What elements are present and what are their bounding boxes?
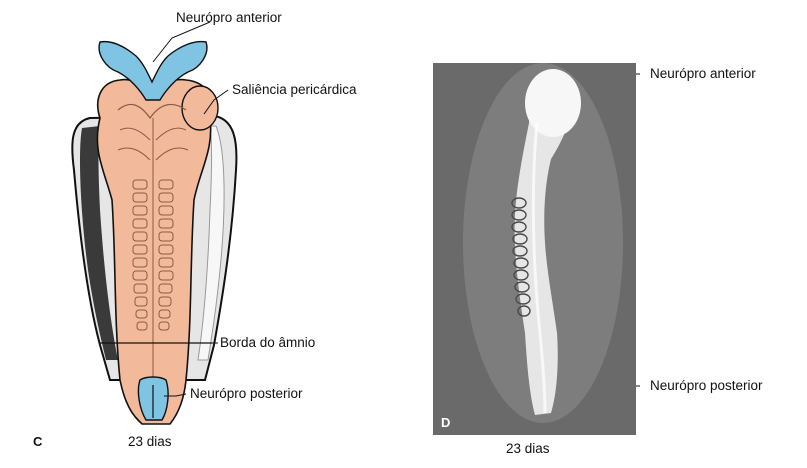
label-pericardial-bulge: Saliência pericárdica — [232, 82, 357, 97]
photo-somites — [511, 197, 531, 317]
photo-embryo — [514, 72, 574, 415]
caption-d: 23 dias — [506, 441, 550, 456]
embryo-body — [96, 78, 213, 425]
brain-folds — [117, 127, 189, 161]
head-folds — [117, 103, 187, 120]
caption-c: 23 dias — [128, 434, 172, 449]
panel-letter-d: D — [441, 415, 451, 430]
somites — [132, 179, 174, 331]
embryo-photo-d: D — [433, 63, 636, 435]
amnion-dark-left — [80, 126, 118, 360]
leader-lines-c — [152, 21, 229, 397]
photo-head-glow — [525, 69, 581, 137]
label-anterior-neuropore-d: Neurópro anterior — [650, 66, 756, 81]
anterior-neuropore — [98, 40, 208, 101]
label-posterior-neuropore-d: Neurópro posterior — [650, 378, 763, 393]
label-anterior-neuropore-c: Neurópro anterior — [176, 10, 282, 25]
photo-neural-tube — [531, 122, 547, 414]
label-posterior-neuropore-c: Neurópro posterior — [190, 386, 303, 401]
label-amnion-edge: Borda do âmnio — [220, 335, 316, 350]
panel-letter-c: C — [33, 434, 43, 449]
amnion-light-right — [197, 125, 225, 361]
pericardial-bulge — [181, 85, 219, 131]
